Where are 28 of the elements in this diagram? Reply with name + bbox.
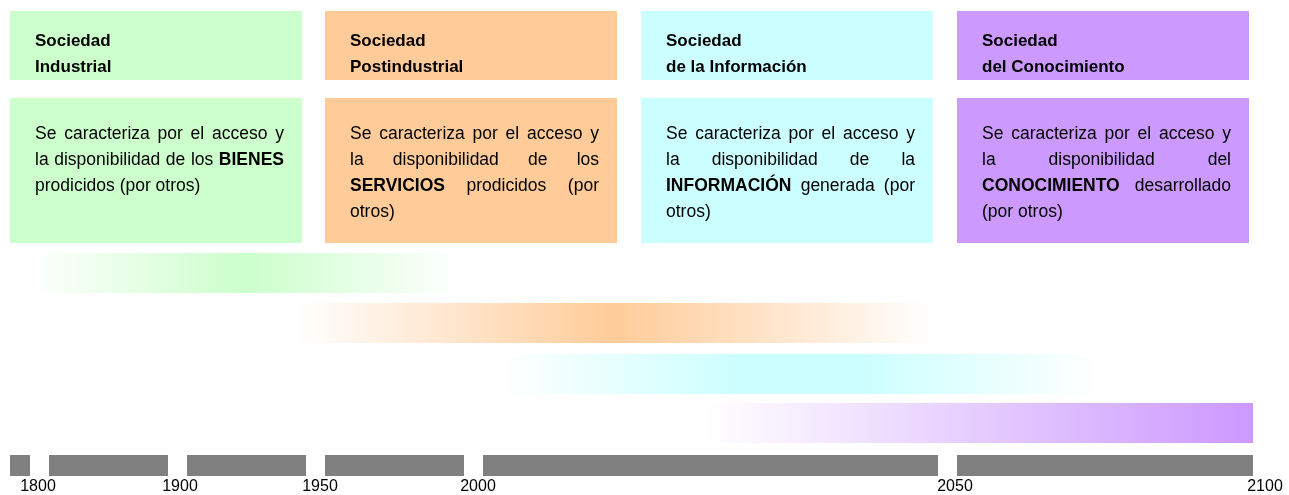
year-label: 1900 <box>162 476 198 495</box>
year-label: 1800 <box>20 476 56 495</box>
description-box <box>10 98 302 243</box>
heading-box <box>10 11 302 80</box>
timeline-segment <box>49 455 168 476</box>
year-label: 2000 <box>460 476 496 495</box>
description-text: Se caracteriza por el acceso y la disponibilidad de los BIENES prodicidos (por otros) <box>35 122 284 197</box>
description-text: Se caracteriza por el acceso y la disponibilidad de los SERVICIOS prodicidos (por otros) <box>350 122 599 223</box>
heading-box <box>641 11 933 80</box>
heading-text: Sociedad de la Información <box>666 30 808 78</box>
heading-box <box>325 11 617 80</box>
timeline-segment <box>187 455 306 476</box>
year-label: 1950 <box>302 476 338 495</box>
description-box <box>641 98 933 243</box>
timeline-segment <box>957 455 1253 476</box>
timeline-segment <box>483 455 938 476</box>
heading-text: Sociedad Industrial <box>35 30 113 78</box>
description-box <box>325 98 617 243</box>
description-text: Se caracteriza por el acceso y la disponibilidad del CONOCIMIENTO desarrollado (por otros) <box>982 122 1231 223</box>
description-box <box>957 98 1249 243</box>
heading-text: Sociedad Postindustrial <box>350 30 465 78</box>
heading-text: Sociedad del Conocimiento <box>982 30 1126 78</box>
timeline-segment <box>325 455 464 476</box>
year-label: 2100 <box>1247 476 1283 495</box>
year-label: 2050 <box>937 476 973 495</box>
description-text: Se caracteriza por el acceso y la disponibilidad de la INFORMACIÓN generada (por otros) <box>666 122 915 223</box>
heading-box <box>957 11 1249 80</box>
timeline-segment <box>10 455 30 476</box>
